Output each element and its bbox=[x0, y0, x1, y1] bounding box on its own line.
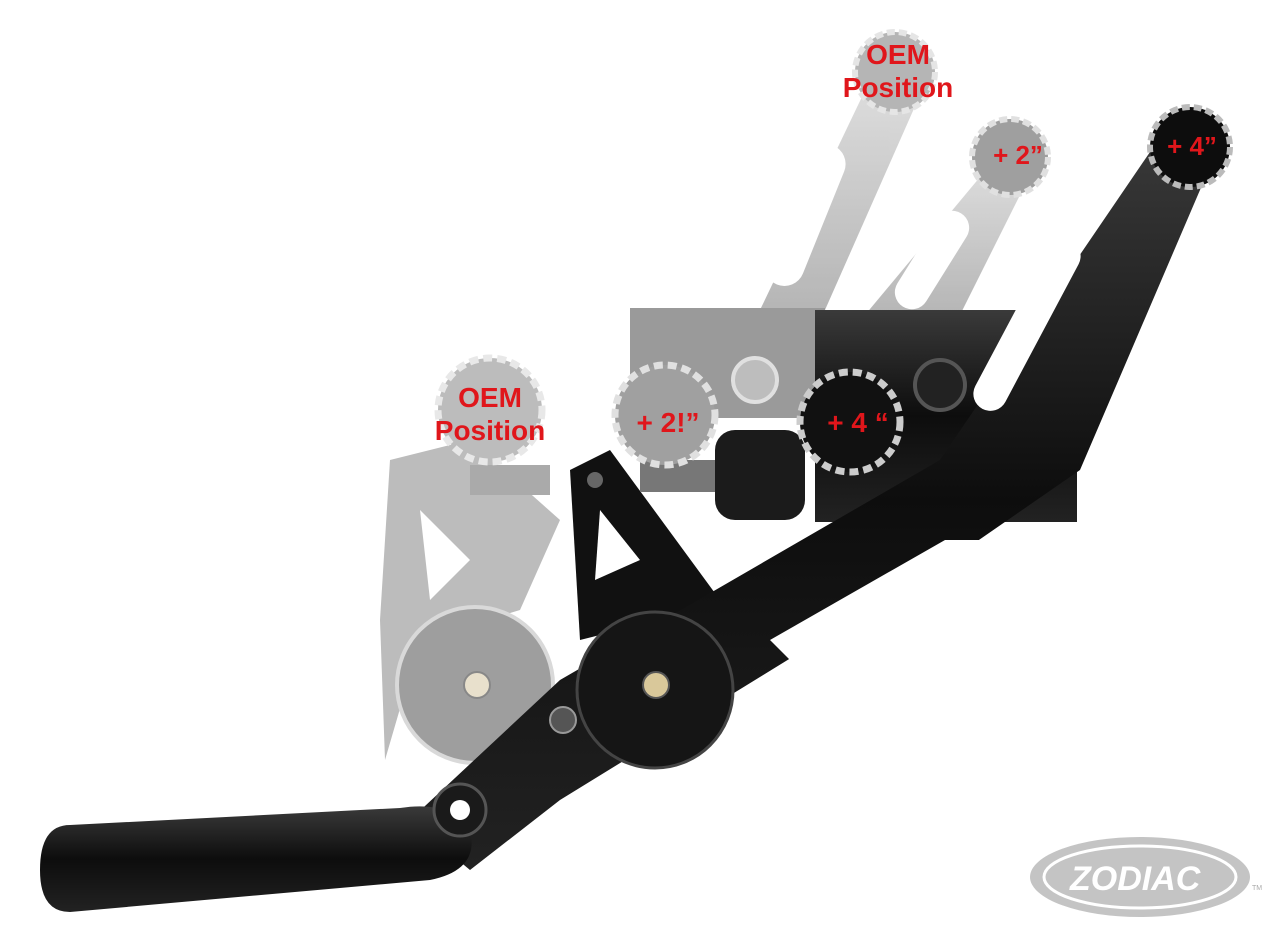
upper-oem-knob bbox=[852, 29, 938, 115]
lower-plus4-label: + 4 “ bbox=[827, 407, 888, 438]
ghost-shift-arm-oem bbox=[760, 80, 920, 310]
logo-trademark: TM bbox=[1252, 885, 1262, 892]
lower-oem-label-line1: OEM bbox=[458, 382, 522, 413]
upper-plus2-label: + 2” bbox=[993, 140, 1043, 170]
lower-plus2-knob bbox=[611, 361, 719, 469]
upper-plus4-label: + 4” bbox=[1167, 131, 1217, 161]
upper-oem-label-line1: OEM bbox=[866, 39, 930, 70]
upper-plus2-knob bbox=[969, 116, 1051, 198]
upper-oem-label-line2: Position bbox=[843, 72, 953, 103]
lower-oem-label-line2: Position bbox=[435, 415, 545, 446]
mount-bracket bbox=[570, 430, 805, 640]
foot-peg bbox=[40, 782, 488, 912]
lower-plus2-label: + 2!” bbox=[636, 407, 699, 438]
zodiac-logo: ZODIAC TM bbox=[1030, 837, 1262, 917]
ghost-shift-arm-plus2 bbox=[865, 165, 1030, 315]
logo-text: ZODIAC bbox=[1069, 860, 1201, 898]
lower-oem-knob bbox=[434, 354, 546, 466]
lower-plus4-knob bbox=[796, 368, 904, 476]
upper-plus4-knob bbox=[1147, 104, 1233, 190]
